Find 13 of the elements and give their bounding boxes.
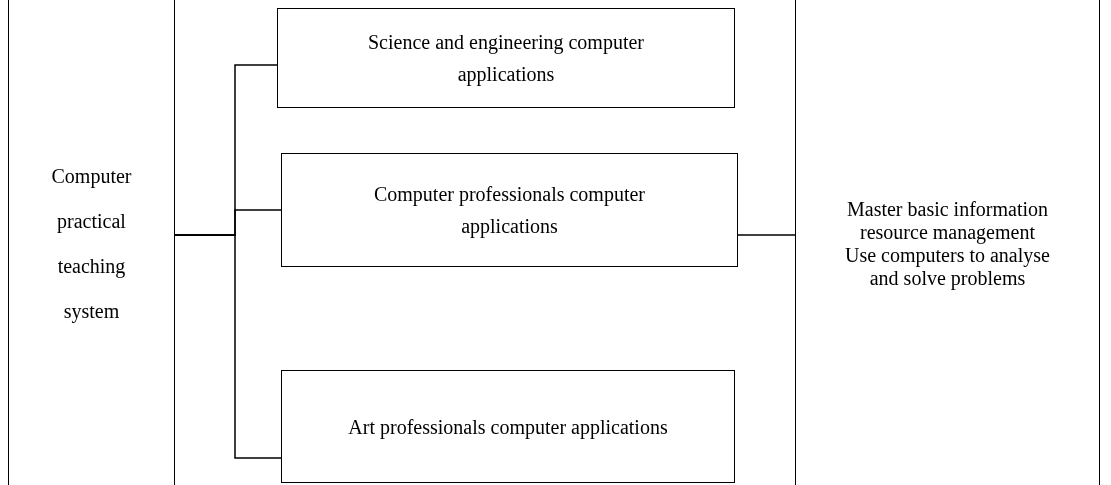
box-text: Computer practical teaching system xyxy=(50,164,133,325)
box-text: Use computers to analyse and solve problems xyxy=(844,244,1051,290)
process-box xyxy=(795,0,1100,485)
box-text: Master basic information resource management xyxy=(845,198,1050,244)
connector-line xyxy=(737,234,796,236)
box-text: Art professionals computer applications xyxy=(348,414,668,441)
process-box xyxy=(277,8,735,108)
process-box xyxy=(8,0,175,485)
box-text: Science and engineering computer applications xyxy=(367,30,645,88)
box-text: Computer professionals computer applications xyxy=(372,182,647,240)
connector-line xyxy=(174,234,282,459)
process-box xyxy=(281,370,735,483)
process-box xyxy=(281,153,738,267)
